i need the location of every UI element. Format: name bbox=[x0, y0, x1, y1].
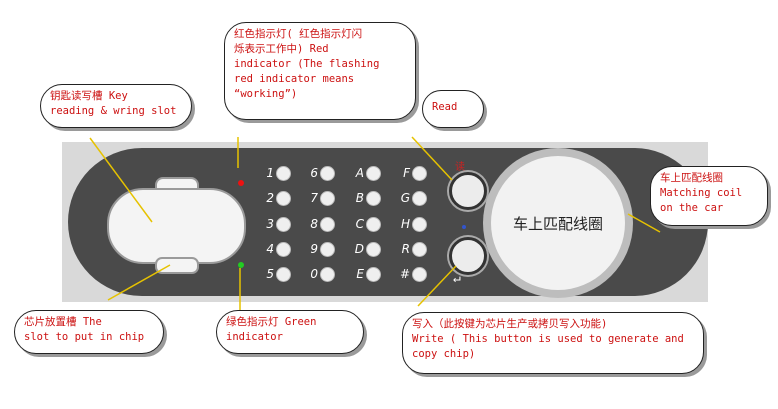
key-label: H bbox=[400, 217, 410, 231]
keypad-button[interactable] bbox=[320, 242, 335, 257]
keypad-button[interactable] bbox=[320, 191, 335, 206]
keypad-button[interactable] bbox=[276, 166, 291, 181]
key-label: B bbox=[355, 191, 364, 205]
keypad-button[interactable] bbox=[366, 242, 381, 257]
callout-read: Read bbox=[422, 90, 484, 128]
blue-dot bbox=[462, 225, 466, 229]
keypad-button[interactable] bbox=[412, 242, 427, 257]
keypad-button[interactable] bbox=[412, 217, 427, 232]
keypad-button[interactable] bbox=[276, 267, 291, 282]
key-label: C bbox=[355, 217, 364, 231]
key-label: 4 bbox=[266, 242, 274, 256]
green-indicator-led bbox=[238, 262, 244, 268]
keypad-button[interactable] bbox=[276, 217, 291, 232]
leader-key-slot bbox=[89, 137, 153, 223]
keypad-button[interactable] bbox=[366, 191, 381, 206]
red-indicator-led bbox=[238, 180, 244, 186]
key-label: 6 bbox=[310, 166, 318, 180]
key-label: E bbox=[356, 267, 364, 281]
keypad-button[interactable] bbox=[320, 217, 335, 232]
key-label: D bbox=[354, 242, 364, 256]
key-label: 1 bbox=[266, 166, 274, 180]
read-mark: 读 bbox=[455, 162, 465, 173]
enter-arrow-icon: ↵ bbox=[453, 271, 461, 286]
keypad-button[interactable] bbox=[276, 191, 291, 206]
key-label: 9 bbox=[310, 242, 318, 256]
chip-slot bbox=[155, 257, 199, 274]
key-label: 2 bbox=[266, 191, 274, 205]
leader-read bbox=[411, 136, 453, 181]
key-label: R bbox=[401, 242, 410, 256]
keypad-button[interactable] bbox=[366, 267, 381, 282]
keypad-button[interactable] bbox=[320, 267, 335, 282]
keypad-button[interactable] bbox=[412, 267, 427, 282]
keypad-button[interactable] bbox=[320, 166, 335, 181]
leader-chip-slot bbox=[107, 264, 171, 301]
key-label: G bbox=[400, 191, 410, 205]
leader-coil bbox=[627, 213, 661, 233]
read-button[interactable] bbox=[449, 172, 487, 210]
key-label: 7 bbox=[310, 191, 318, 205]
key-label: 0 bbox=[310, 267, 318, 281]
key-label: # bbox=[399, 267, 410, 281]
keypad-button[interactable] bbox=[276, 242, 291, 257]
keypad-button[interactable] bbox=[366, 166, 381, 181]
callout-write: 写入（此按键为芯片生产或拷贝写入功能)Write ( This button i… bbox=[402, 312, 704, 374]
keypad-button[interactable] bbox=[412, 166, 427, 181]
key-label: 3 bbox=[266, 217, 274, 231]
keypad-button[interactable] bbox=[412, 191, 427, 206]
key-label: F bbox=[403, 166, 410, 180]
key-label: A bbox=[355, 166, 364, 180]
key-label: 5 bbox=[266, 267, 274, 281]
coil-label: 车上匹配线圈 bbox=[512, 214, 603, 233]
key-label: 8 bbox=[310, 217, 318, 231]
keypad-button[interactable] bbox=[366, 217, 381, 232]
write-button[interactable] bbox=[449, 237, 487, 275]
matching-coil: 车上匹配线圈 bbox=[491, 156, 625, 290]
leader-write bbox=[417, 265, 457, 307]
